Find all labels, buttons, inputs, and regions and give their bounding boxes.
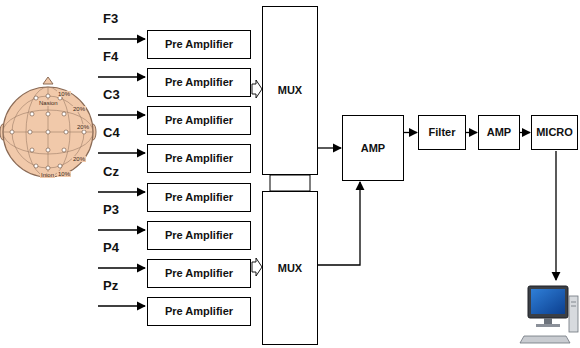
scale-label: 10% <box>57 171 71 177</box>
box-label: AMP <box>361 142 385 155</box>
box-label: Pre Amplifier <box>165 267 233 280</box>
electrode-name: P4 <box>103 240 119 255</box>
preamp-box: Pre Amplifier <box>147 68 251 97</box>
nose <box>43 77 53 84</box>
input-arrow <box>98 38 145 39</box>
preamp-box: Pre Amplifier <box>147 259 251 288</box>
preamp-box: Pre Amplifier <box>147 183 251 212</box>
signal-arrow <box>318 182 360 265</box>
electrode-name: C3 <box>103 87 120 102</box>
amplifier-box: AMP <box>342 115 404 181</box>
box-label: Pre Amplifier <box>165 152 233 165</box>
electrode-name: F3 <box>103 11 118 26</box>
computer-icon <box>520 286 578 343</box>
landmark-label: Inion <box>40 172 55 178</box>
input-arrow <box>98 267 145 268</box>
output-arrow <box>555 151 556 280</box>
electrode-name: C4 <box>103 125 120 140</box>
input-arrow <box>98 305 145 306</box>
mux-link <box>270 175 310 191</box>
box-label: Filter <box>429 126 456 139</box>
bus-arrow <box>252 258 262 276</box>
scale-label: 20% <box>76 124 90 130</box>
microcontroller-box: MICRO <box>531 115 578 150</box>
scale-label: 10% <box>57 91 71 97</box>
mux-box: MUX <box>262 191 318 345</box>
box-label: Pre Amplifier <box>165 114 233 127</box>
bus-arrow <box>252 80 262 98</box>
scale-label: 20% <box>72 106 86 112</box>
box-label: AMP <box>487 126 511 139</box>
preamp-box: Pre Amplifier <box>147 221 251 250</box>
input-arrow <box>98 229 145 230</box>
landmark-label: Nasion <box>38 100 59 106</box>
preamp-box: Pre Amplifier <box>147 144 251 173</box>
input-arrow <box>98 76 145 77</box>
box-label: Pre Amplifier <box>165 76 233 89</box>
box-label: Pre Amplifier <box>165 305 233 318</box>
box-label: MUX <box>278 262 302 275</box>
electrode-name: P3 <box>103 202 119 217</box>
box-label: MUX <box>278 84 302 97</box>
head-illustration <box>0 77 96 177</box>
input-wires <box>98 39 145 306</box>
electrode-name: F4 <box>103 49 118 64</box>
box-label: MICRO <box>536 126 573 139</box>
filter-box: Filter <box>418 115 466 150</box>
electrode-dots <box>10 94 86 170</box>
grid-line <box>26 87 70 177</box>
input-arrow <box>98 191 145 192</box>
preamp-box: Pre Amplifier <box>147 297 251 326</box>
preamp-box: Pre Amplifier <box>147 106 251 135</box>
signal-arrow <box>318 147 341 148</box>
box-label: Pre Amplifier <box>165 38 233 51</box>
input-arrow <box>98 152 145 153</box>
box-label: Pre Amplifier <box>165 191 233 204</box>
box-label: Pre Amplifier <box>165 229 233 242</box>
scalp <box>3 87 93 177</box>
mux-box: MUX <box>262 6 318 175</box>
electrode-name: Pz <box>103 278 118 293</box>
scale-label: 20% <box>72 156 86 162</box>
signal-arrow <box>466 132 477 133</box>
signal-arrow <box>520 132 530 133</box>
electrode-name: Cz <box>103 164 119 179</box>
amplifier-box: AMP <box>478 115 520 150</box>
input-arrow <box>98 114 145 115</box>
preamp-box: Pre Amplifier <box>147 30 251 59</box>
grid-line <box>3 110 93 154</box>
signal-arrow <box>404 132 417 133</box>
